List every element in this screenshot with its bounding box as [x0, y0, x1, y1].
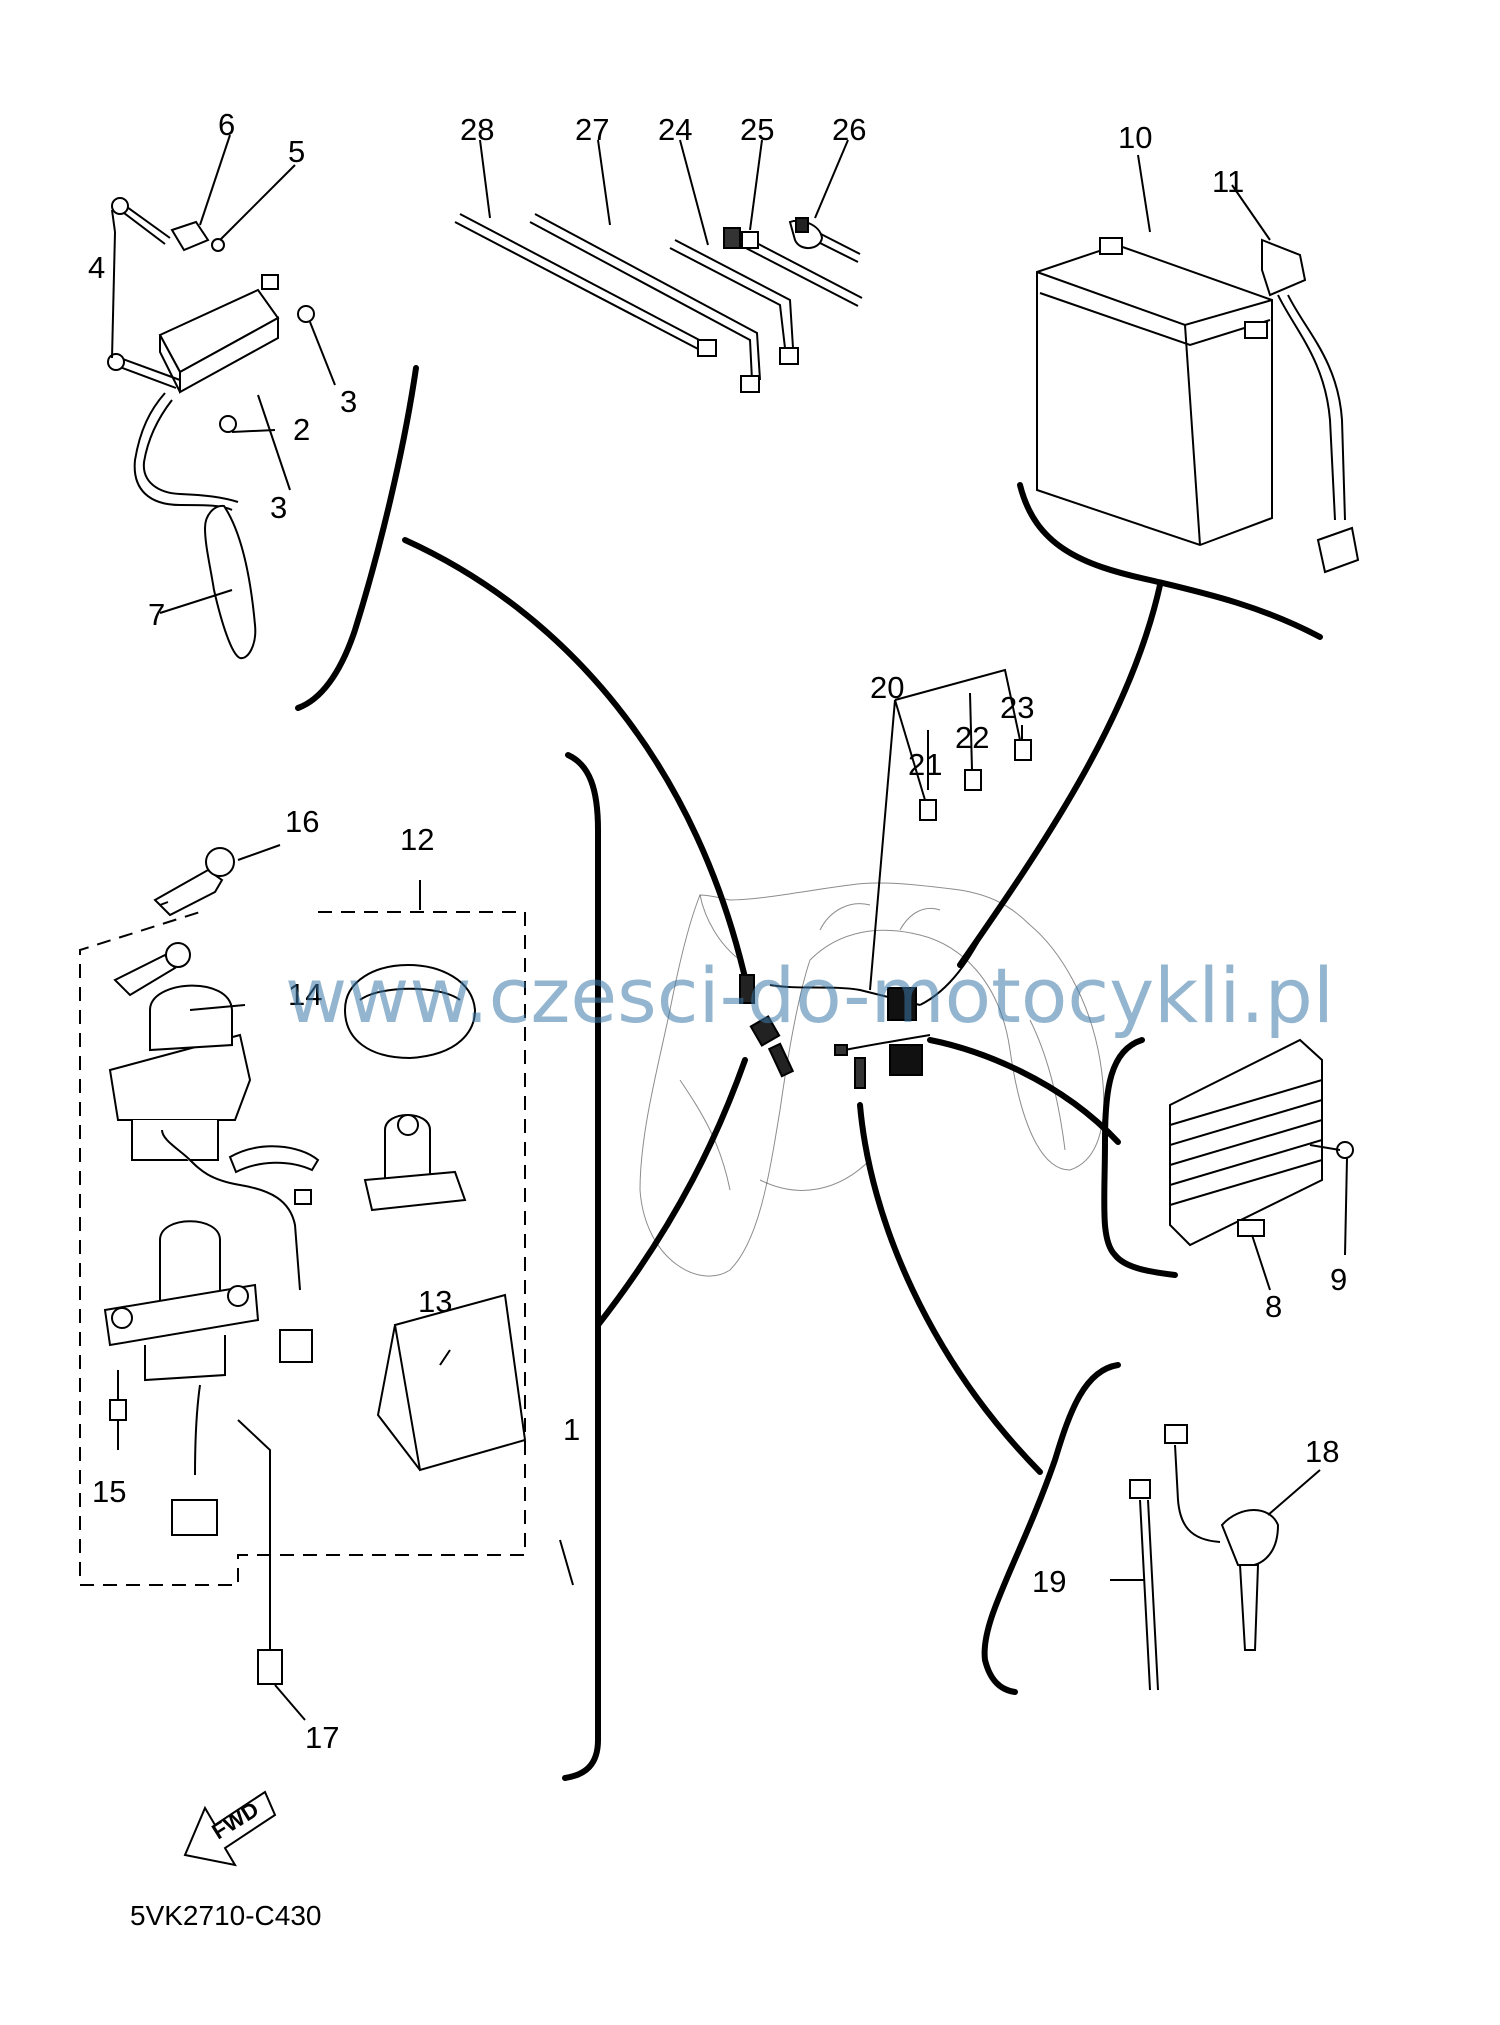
callout-14: 14 — [288, 977, 322, 1012]
callout-16: 16 — [285, 804, 319, 839]
callout-3b: 3 — [270, 490, 287, 525]
callout-22: 22 — [955, 720, 989, 755]
callout-7: 7 — [148, 597, 165, 632]
watermark-text: www.czesci-do-motocykli.pl — [285, 951, 1334, 1040]
fuel-cap-and-seat-lock — [343, 964, 527, 1472]
callout-4: 4 — [88, 250, 105, 285]
switch-and-tie — [1129, 1424, 1280, 1691]
callout-8: 8 — [1265, 1289, 1282, 1324]
callout-24: 24 — [658, 112, 692, 147]
lock-set-assembly — [79, 847, 526, 1685]
callout-28: 28 — [460, 112, 494, 147]
callout-23: 23 — [1000, 690, 1034, 725]
forward-arrow-icon: FWD — [183, 1790, 277, 1867]
callout-2: 2 — [293, 412, 310, 447]
callout-leaders — [111, 134, 1348, 1721]
callout-3a: 3 — [340, 384, 357, 419]
callout-17: 17 — [305, 1720, 339, 1755]
callout-21: 21 — [908, 747, 942, 782]
cable-ties-group — [454, 213, 863, 393]
callout-18: 18 — [1305, 1434, 1339, 1469]
callout-numbers: 1 2 3 3 4 5 6 7 8 9 10 11 12 13 14 15 16… — [88, 107, 1347, 1755]
callout-20: 20 — [870, 670, 904, 705]
diagram-code: 5VK2710-C430 — [130, 1900, 321, 1931]
callout-5: 5 — [288, 134, 305, 169]
callout-11: 11 — [1212, 164, 1244, 199]
callout-19: 19 — [1032, 1564, 1066, 1599]
battery-assembly — [1036, 237, 1360, 574]
callout-27: 27 — [575, 112, 609, 147]
motorcycle-outline — [639, 882, 1105, 1277]
rectifier-regulator — [1169, 1038, 1354, 1247]
callout-15: 15 — [92, 1474, 126, 1509]
callout-12: 12 — [400, 822, 434, 857]
fuses — [919, 739, 1032, 821]
group-leader-lines — [295, 365, 1323, 1781]
ignition-coil-assembly — [107, 197, 315, 660]
callout-1: 1 — [563, 1412, 580, 1447]
callout-13: 13 — [418, 1284, 452, 1319]
callout-26: 26 — [832, 112, 866, 147]
callout-6: 6 — [218, 107, 235, 142]
callout-9: 9 — [1330, 1262, 1347, 1297]
callout-25: 25 — [740, 112, 774, 147]
wire-harness — [739, 919, 991, 1089]
callout-10: 10 — [1118, 120, 1152, 155]
